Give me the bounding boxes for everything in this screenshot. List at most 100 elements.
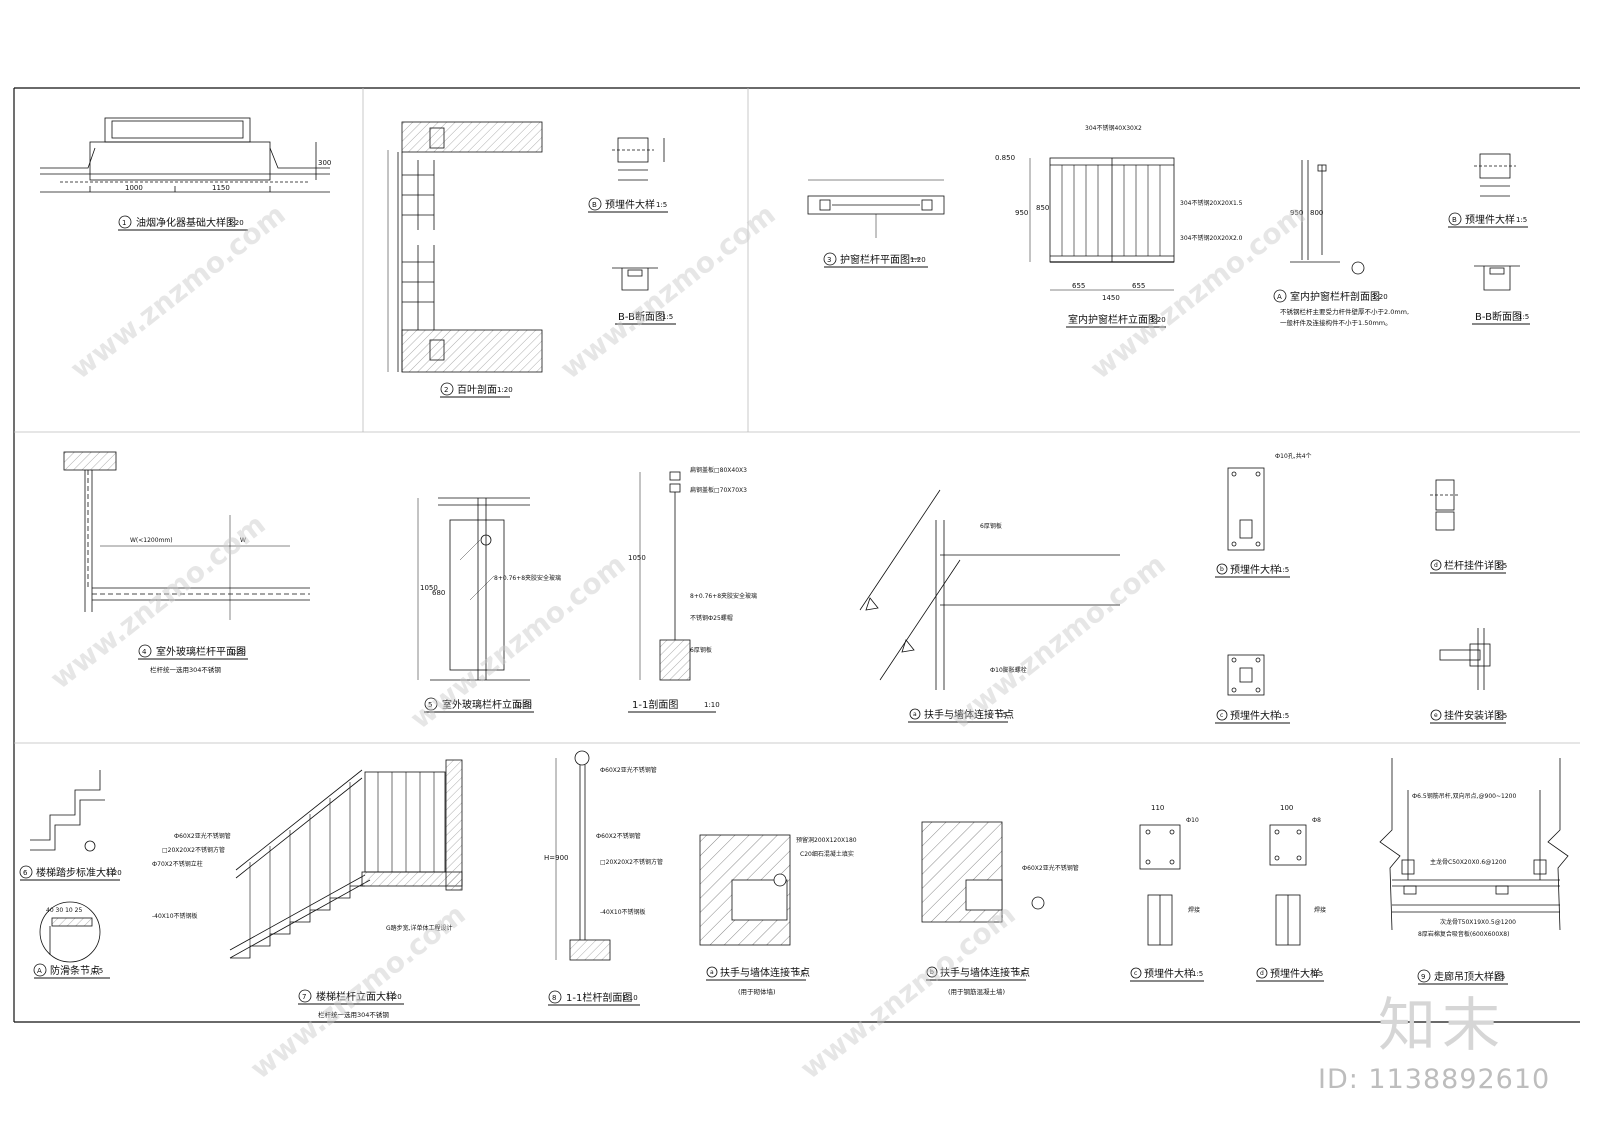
dim-h900: H=900: [544, 854, 569, 862]
title-glass-rail-plan: 室外玻璃栏杆平面图: [156, 645, 246, 658]
scale-bb1: 1:5: [662, 313, 673, 321]
svg-text:B: B: [592, 201, 597, 209]
dim-655a: 655: [1072, 282, 1085, 290]
note-window-2: 一般杆件及连接构件不小于1.50mm。: [1280, 318, 1392, 327]
svg-text:7: 7: [302, 993, 306, 1001]
title-hood-base: 油烟净化器基础大样图: [136, 216, 236, 229]
scale-embed-c-row3: 1:5: [1192, 970, 1203, 978]
detail-mark-e-inst: e: [1430, 709, 1442, 721]
callout-block: 预留洞200X120X180: [796, 836, 857, 844]
svg-text:2: 2: [444, 386, 448, 394]
svg-text:5: 5: [428, 701, 432, 709]
scale-stair-tread: 1:20: [106, 869, 122, 877]
title-embed-c-row2: 预埋件大样: [1230, 709, 1280, 722]
watermark-2: www.znzmo.com: [554, 198, 782, 386]
callout-steel6-wall: 6厚钢板: [980, 522, 1002, 530]
note-window-1: 不锈钢栏杆主要受力杆件壁厚不小于2.0mm,: [1280, 307, 1409, 316]
dim-1000: 1000: [125, 184, 143, 192]
svg-text:e: e: [1434, 712, 1438, 719]
callout-phi60a-b: Ф60X2亚光不锈钢管: [1022, 864, 1079, 872]
callout-tube70: 扁钢盖板□70X70X3: [690, 486, 747, 494]
scale-embed-b1: 1:5: [656, 201, 667, 209]
detail-handrail-wall-masonry: [699, 834, 791, 946]
detail-bb-section2: [1474, 265, 1520, 291]
title-handrail-wall-a: 扶手与墙体连接节点: [924, 708, 1014, 721]
detail-handrail-wall-row2: [859, 489, 1120, 690]
scale-embed-b2: 1:5: [1516, 216, 1527, 224]
title-anti-slip: 防滑条节点: [50, 964, 100, 977]
detail-embed-b2: [1474, 153, 1516, 197]
detail-handrail-wall-rc: [921, 821, 1045, 923]
callout-phi10-hole-b: Ф10孔,共4个: [1275, 452, 1312, 460]
detail-embed-c-row2: [1227, 654, 1265, 696]
watermark-brand: 知末: [1378, 991, 1507, 1059]
callout-tube80: 扁钢盖板□80X40X3: [690, 466, 747, 474]
dim-950b: 950: [1290, 209, 1303, 217]
section-dividers: [14, 88, 1580, 744]
detail-embed-d-row3: [1269, 824, 1307, 946]
detail-mark-6: 6: [19, 865, 33, 879]
scale-embed-d-row3: 1:5: [1312, 970, 1323, 978]
svg-text:b: b: [1220, 566, 1224, 573]
watermark-7: www.znzmo.com: [244, 898, 472, 1086]
svg-text:b: b: [930, 969, 934, 976]
detail-hanger-d: [1430, 479, 1460, 531]
callout-keel1: 主龙骨C50X20X0.6@1200: [1430, 858, 1507, 866]
note-stair: G踏步宽,详单体工程设计: [386, 924, 453, 932]
scale-stair-railing: 1:20: [386, 993, 402, 1001]
title-stair-tread: 楼梯踏步标准大样: [36, 866, 116, 879]
detail-embed-b1: [612, 137, 665, 181]
title-handrail-wall-rc: 扶手与墙体连接节点: [940, 966, 1030, 979]
detail-corridor-ceiling: [1379, 758, 1569, 931]
sheet-frame: [13, 87, 1580, 1023]
callout-304b: 304不锈钢20X20X1.5: [1180, 199, 1243, 207]
scale-window-elev: 1:20: [1150, 316, 1166, 324]
title-embed-b2: 预埋件大样: [1465, 213, 1515, 226]
detail-section-11: [639, 471, 691, 681]
scale-hood-base: 1:20: [228, 219, 244, 227]
title-embed-b-row2: 预埋件大样: [1230, 563, 1280, 576]
note-railing-7: 栏杆统一选用304不锈钢: [318, 1010, 389, 1019]
callout-glass2: 8+0.76+8夹胶安全玻璃: [690, 592, 757, 600]
scale-handrail-wall-rc: 1:5: [1014, 969, 1025, 977]
detail-mark-2: 2: [440, 382, 454, 396]
callout-phi60a: Ф60X2亚光不锈钢管: [174, 832, 231, 840]
detail-mark-d-hang: d: [1430, 559, 1442, 571]
detail-mark-8: 8: [548, 990, 562, 1004]
callout-phi65: Ф6.5钢筋吊杆,双向吊点,@900~1200: [1412, 792, 1516, 800]
callout-rod25: 不锈钢Ф25螺帽: [690, 614, 733, 622]
scale-glass-rail-elev: 1:10: [516, 701, 532, 709]
detail-window-rail-elevation: [1029, 157, 1175, 291]
callout-weld-d: 焊接: [1314, 906, 1326, 914]
title-hanger-d: 栏杆挂件详图: [1444, 559, 1504, 572]
svg-text:d: d: [1260, 970, 1264, 977]
callout-ceiling: 8厚岩棉复合吸音板(600X600X8): [1418, 930, 1509, 938]
dim-w: W: [240, 537, 246, 544]
detail-anti-slip: [39, 901, 101, 963]
callout-glass: 8+0.76+8夹胶安全玻璃: [494, 574, 561, 582]
detail-glass-rail-plan: [63, 451, 310, 620]
scale-handrail-wall-a: 1:5: [996, 711, 1007, 719]
callout-flat40-8: -40X10不锈钢板: [600, 908, 646, 916]
detail-mark-a-masonry: a: [706, 966, 718, 978]
detail-mark-9: 9: [1417, 969, 1431, 983]
detail-mark-b2: B: [1448, 212, 1462, 226]
detail-mark-c-row3: c: [1130, 967, 1142, 979]
scale-window-section: 1:20: [1372, 293, 1388, 301]
svg-text:3: 3: [827, 256, 831, 264]
dim-680: 680: [432, 589, 445, 597]
svg-text:c: c: [1220, 712, 1223, 719]
dim-100a: 100: [1280, 804, 1293, 812]
callout-phi8: Ф8: [1312, 817, 1321, 824]
callout-c20: C20细石混凝土填实: [800, 850, 854, 858]
scale-corridor-ceiling: 1:5: [1494, 973, 1505, 981]
svg-text:9: 9: [1421, 973, 1425, 981]
callout-phi10b: Ф10: [1186, 817, 1199, 824]
watermark-id: ID: 1138892610: [1318, 1064, 1551, 1095]
svg-text:c: c: [1134, 970, 1137, 977]
scale-embed-c-row2: 1:5: [1278, 712, 1289, 720]
detail-mark-a-anti: A: [33, 963, 47, 977]
title-embed-c-row3: 预埋件大样: [1144, 967, 1194, 980]
dim-w1200: W(<1200mm): [130, 537, 173, 544]
dim-1150: 1150: [212, 184, 230, 192]
